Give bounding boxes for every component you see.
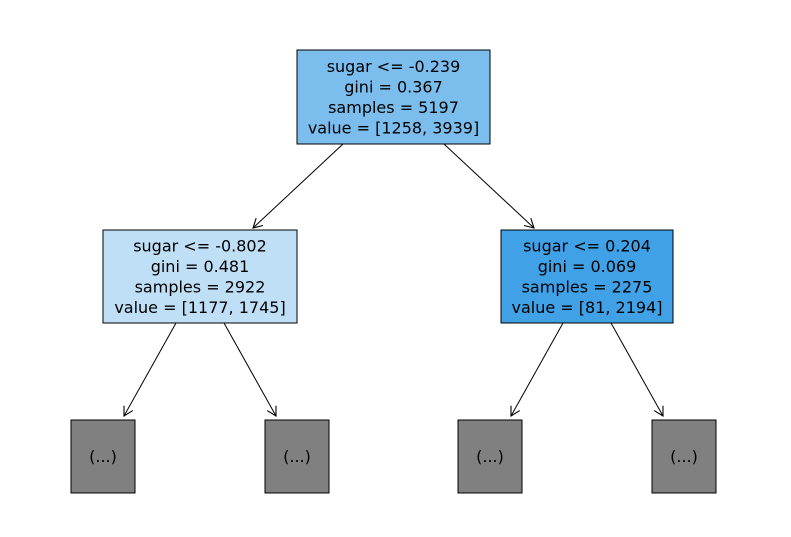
- edge-arrow-left-to-lr: [223, 322, 277, 417]
- node-box: [500, 229, 674, 324]
- tree-node-rr: (...): [651, 419, 717, 494]
- tree-edges: [123, 143, 664, 417]
- edge-arrow-right-to-rr: [610, 322, 664, 417]
- node-box: [264, 419, 330, 494]
- edge-arrow-left-to-ll: [123, 322, 177, 417]
- node-text-line: sugar <= 0.204: [523, 236, 651, 255]
- node-text-line: value = [1258, 3939]: [308, 118, 479, 137]
- edge-arrow-root-to-left: [252, 143, 344, 229]
- node-text-line: samples = 5197: [328, 98, 459, 117]
- node-box: [102, 229, 298, 324]
- edge-arrow-root-to-right: [443, 143, 535, 229]
- node-text-line: samples = 2275: [522, 277, 653, 296]
- node-text-line: samples = 2922: [135, 277, 266, 296]
- node-box: [296, 49, 491, 145]
- node-text-line: value = [1177, 1745]: [114, 298, 285, 317]
- node-text-line: (...): [89, 447, 117, 466]
- tree-node-rl: (...): [457, 419, 523, 494]
- node-text-line: sugar <= -0.802: [133, 236, 267, 255]
- node-box: [457, 419, 523, 494]
- node-box: [70, 419, 136, 494]
- node-box: [651, 419, 717, 494]
- node-text-line: gini = 0.367: [344, 77, 443, 96]
- edge-arrow-right-to-rl: [510, 322, 564, 417]
- tree-node-lr: (...): [264, 419, 330, 494]
- node-text-line: sugar <= -0.239: [327, 57, 461, 76]
- tree-node-ll: (...): [70, 419, 136, 494]
- node-text-line: gini = 0.481: [151, 257, 250, 276]
- node-text-line: (...): [670, 447, 698, 466]
- node-text-line: (...): [476, 447, 504, 466]
- node-text-line: value = [81, 2194]: [511, 298, 662, 317]
- node-text-line: (...): [283, 447, 311, 466]
- node-text-line: gini = 0.069: [538, 257, 637, 276]
